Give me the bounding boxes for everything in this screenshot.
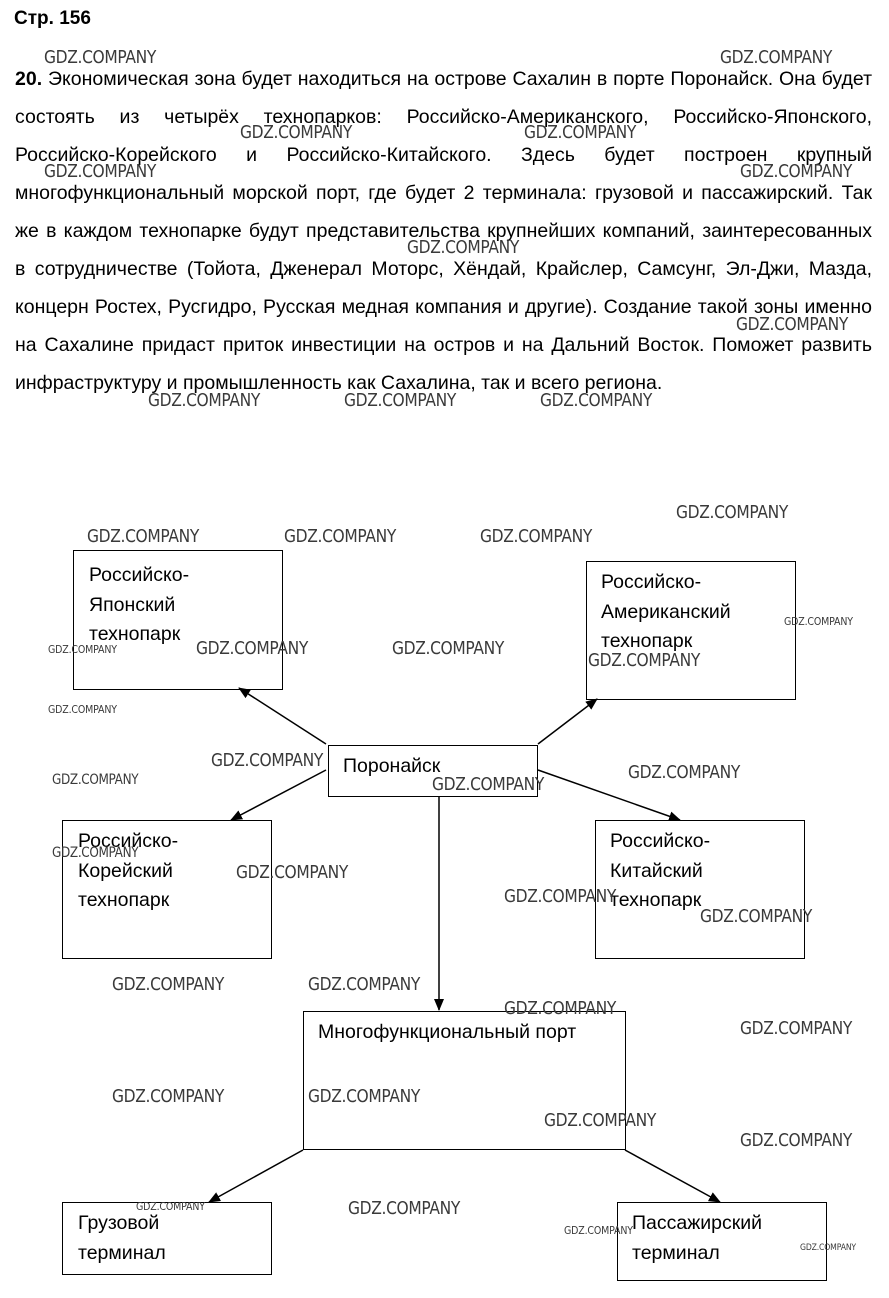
watermark: GDZ.COMPANY: [48, 643, 117, 656]
watermark: GDZ.COMPANY: [112, 1086, 224, 1107]
watermark: GDZ.COMPANY: [284, 526, 396, 547]
watermark: GDZ.COMPANY: [740, 1130, 852, 1151]
box-america-line-2: Американский: [601, 600, 731, 623]
watermark: GDZ.COMPANY: [407, 237, 519, 258]
box-passenger-line-2: терминал: [632, 1241, 720, 1264]
box-japan-technopark: Российско- Японский технопарк: [73, 550, 283, 690]
box-america-line-1: Российско-: [601, 571, 702, 593]
watermark: GDZ.COMPANY: [784, 615, 853, 628]
task-number: 20.: [15, 68, 43, 90]
watermark: GDZ.COMPANY: [392, 638, 504, 659]
watermark: GDZ.COMPANY: [44, 47, 156, 68]
watermark: GDZ.COMPANY: [740, 1018, 852, 1039]
box-passenger-terminal: Пассажирский терминал: [617, 1202, 827, 1281]
arrow-to-japan: [238, 687, 327, 745]
center-box-label: Поронайск: [343, 755, 441, 777]
watermark: GDZ.COMPANY: [628, 762, 740, 783]
box-passenger-line-1: Пассажирский: [632, 1212, 763, 1234]
page-header: Стр. 156: [14, 8, 91, 29]
watermark: GDZ.COMPANY: [87, 526, 199, 547]
watermark: GDZ.COMPANY: [308, 1086, 420, 1107]
watermark: GDZ.COMPANY: [52, 772, 139, 788]
watermark: GDZ.COMPANY: [52, 845, 139, 861]
box-korea-technopark: Российско- Корейский технопарк: [62, 820, 272, 959]
arrow-to-korea: [230, 769, 327, 821]
box-china-line-3: технопарк: [610, 889, 702, 911]
box-multifunctional-port: Многофункциональный порт: [303, 1011, 626, 1150]
watermark: GDZ.COMPANY: [432, 774, 544, 795]
box-china-technopark: Российско- Китайский технопарк: [595, 820, 805, 959]
watermark: GDZ.COMPANY: [676, 502, 788, 523]
watermark: GDZ.COMPANY: [112, 974, 224, 995]
task-text: 20. Экономическая зона будет находиться …: [15, 60, 872, 402]
watermark: GDZ.COMPANY: [736, 314, 848, 335]
watermark: GDZ.COMPANY: [524, 122, 636, 143]
box-cargo-line-2: терминал: [78, 1241, 166, 1264]
box-cargo-line-1: Грузовой: [78, 1212, 160, 1234]
box-port-label: Многофункциональный порт: [318, 1021, 577, 1043]
watermark: GDZ.COMPANY: [136, 1200, 205, 1213]
box-america-line-3: технопарк: [601, 630, 693, 652]
box-korea-line-3: технопарк: [78, 889, 170, 911]
box-america-technopark: Российско- Американский технопарк: [586, 561, 796, 700]
watermark: GDZ.COMPANY: [48, 703, 117, 716]
watermark: GDZ.COMPANY: [564, 1224, 633, 1237]
watermark: GDZ.COMPANY: [211, 750, 323, 771]
arrow-to-china: [537, 769, 681, 822]
watermark: GDZ.COMPANY: [700, 906, 812, 927]
watermark: GDZ.COMPANY: [348, 1198, 460, 1219]
box-cargo-terminal: Грузовой терминал: [62, 1202, 272, 1275]
watermark: GDZ.COMPANY: [504, 998, 616, 1019]
center-box-poronaysk: Поронайск: [328, 745, 538, 797]
box-china-line-1: Российско-: [610, 830, 711, 852]
watermark: GDZ.COMPANY: [240, 122, 352, 143]
watermark: GDZ.COMPANY: [344, 390, 456, 411]
watermark: GDZ.COMPANY: [236, 862, 348, 883]
watermark: GDZ.COMPANY: [540, 390, 652, 411]
watermark: GDZ.COMPANY: [148, 390, 260, 411]
watermark: GDZ.COMPANY: [480, 526, 592, 547]
box-korea-line-1: Российско-: [78, 830, 179, 852]
watermark: GDZ.COMPANY: [740, 161, 852, 182]
box-korea-line-2: Корейский: [78, 859, 173, 882]
task-body: Экономическая зона будет находиться на о…: [15, 68, 872, 394]
watermark: GDZ.COMPANY: [308, 974, 420, 995]
arrow-to-cargo: [208, 1149, 304, 1203]
watermark: GDZ.COMPANY: [44, 161, 156, 182]
box-japan-line-1: Российско-: [89, 564, 190, 586]
arrow-to-america: [537, 698, 598, 745]
box-japan-line-2: Японский: [89, 593, 176, 616]
watermark: GDZ.COMPANY: [544, 1110, 656, 1131]
watermark: GDZ.COMPANY: [800, 1243, 856, 1253]
watermark: GDZ.COMPANY: [196, 638, 308, 659]
watermark: GDZ.COMPANY: [720, 47, 832, 68]
box-china-line-2: Китайский: [610, 859, 703, 882]
watermark: GDZ.COMPANY: [504, 886, 616, 907]
watermark: GDZ.COMPANY: [588, 650, 700, 671]
arrow-to-passenger: [624, 1149, 721, 1203]
box-japan-line-3: технопарк: [89, 623, 181, 645]
